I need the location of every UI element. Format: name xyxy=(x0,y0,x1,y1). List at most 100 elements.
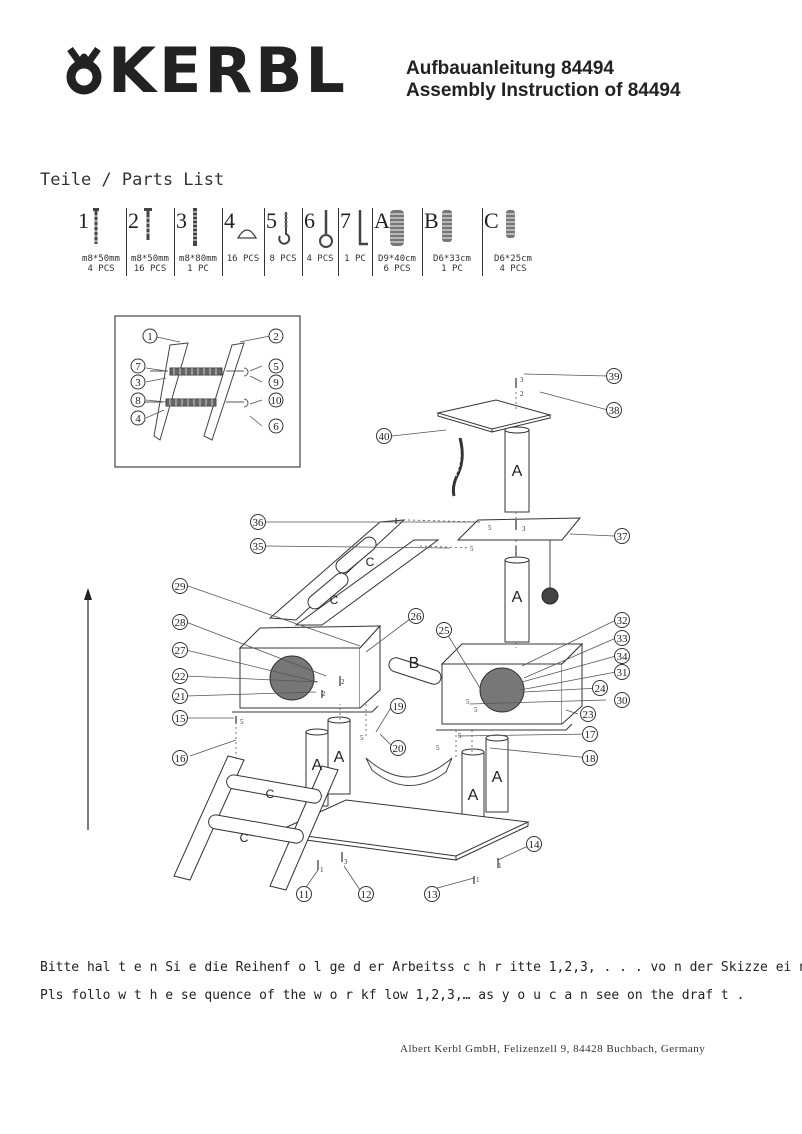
sisal-post-icon xyxy=(506,210,515,238)
callout: 2 xyxy=(268,328,284,344)
title-german: Aufbauanleitung 84494 xyxy=(406,58,614,79)
callout: 30 xyxy=(614,692,630,708)
svg-text:27: 27 xyxy=(175,645,187,657)
part-spec: D6*25cm xyxy=(494,254,532,264)
post-label: C xyxy=(266,787,275,801)
svg-text:1: 1 xyxy=(147,331,153,343)
svg-text:10: 10 xyxy=(271,395,283,407)
svg-text:18: 18 xyxy=(585,753,597,765)
part-qty: 4 PCS xyxy=(499,264,527,274)
svg-text:5: 5 xyxy=(360,734,364,742)
callout: 11 xyxy=(296,886,312,902)
part-number: 1 xyxy=(78,208,89,233)
post-letters: A A A A A A B C C C C xyxy=(240,463,523,845)
callout: 26 xyxy=(408,608,424,624)
screw-cap-icon xyxy=(236,229,258,239)
callout: 4 xyxy=(130,410,146,426)
svg-text:5: 5 xyxy=(240,718,244,726)
svg-text:30: 30 xyxy=(617,695,629,707)
post-label: A xyxy=(334,749,345,766)
part-number: 4 xyxy=(224,208,235,233)
post-label: C xyxy=(366,555,375,569)
post-label: C xyxy=(240,831,249,845)
part-number: 3 xyxy=(176,208,187,233)
callout: 33 xyxy=(614,630,630,646)
svg-text:25: 25 xyxy=(439,625,451,637)
callout: 31 xyxy=(614,664,630,680)
ladder xyxy=(173,755,339,891)
part-number: 5 xyxy=(266,208,277,233)
svg-text:24: 24 xyxy=(595,683,607,695)
part-qty: 1 PC xyxy=(344,254,366,264)
svg-text:5: 5 xyxy=(488,524,492,532)
svg-text:16: 16 xyxy=(175,753,187,765)
callout: 21 xyxy=(172,688,188,704)
svg-text:31: 31 xyxy=(617,667,628,679)
part-item: 6 4 PCS xyxy=(302,208,339,276)
hammock xyxy=(365,757,453,786)
post-a xyxy=(485,734,509,813)
post-a xyxy=(504,426,530,513)
part-qty: 6 PCS xyxy=(383,264,411,274)
svg-text:1: 1 xyxy=(320,866,324,874)
part-qty: 4 PCS xyxy=(87,264,115,274)
part-qty: 16 PCS xyxy=(133,264,167,274)
part-spec: D6*33cm xyxy=(433,254,471,264)
svg-text:37: 37 xyxy=(617,531,629,543)
eye-bolt-icon xyxy=(319,210,333,248)
sisal-post-icon xyxy=(442,210,452,242)
svg-text:15: 15 xyxy=(175,713,187,725)
kerbl-logo: KERBL xyxy=(64,40,348,102)
svg-text:35: 35 xyxy=(253,541,265,553)
screw-markers: 3 2 3 5 5 2 2 5 5 1 3 1 1 5 5 5 5 xyxy=(240,376,526,884)
callout: 19 xyxy=(390,698,406,714)
part-number: B xyxy=(424,208,439,233)
part-spec: m8*50mm xyxy=(131,254,169,264)
part-number: 7 xyxy=(340,208,351,233)
post-label: A xyxy=(512,463,523,480)
svg-text:17: 17 xyxy=(585,729,597,741)
callout: 15 xyxy=(172,710,188,726)
part-qty: 1 PC xyxy=(187,264,209,274)
svg-text:28: 28 xyxy=(175,617,187,629)
svg-text:22: 22 xyxy=(175,671,186,683)
callout: 13 xyxy=(424,886,440,902)
svg-text:23: 23 xyxy=(583,709,595,721)
callout: 23 xyxy=(580,706,596,722)
part-number: 6 xyxy=(304,208,315,233)
title-english: Assembly Instruction of 84494 xyxy=(406,80,681,101)
svg-text:5: 5 xyxy=(470,545,474,553)
callout: 34 xyxy=(614,648,630,664)
svg-text:2: 2 xyxy=(520,390,524,398)
callout: 38 xyxy=(606,402,622,418)
svg-text:34: 34 xyxy=(617,651,629,663)
svg-text:40: 40 xyxy=(379,431,391,443)
part-spec: m8*50mm xyxy=(82,254,120,264)
part-qty: 1 PC xyxy=(441,264,463,274)
svg-text:2: 2 xyxy=(273,331,279,343)
part-item: 7 1 PC xyxy=(338,208,373,276)
svg-text:14: 14 xyxy=(529,839,541,851)
callout: 20 xyxy=(390,740,406,756)
hanging-ball xyxy=(541,587,559,605)
kerbl-cat-logo-icon xyxy=(66,46,102,95)
svg-text:26: 26 xyxy=(411,611,423,623)
svg-text:5: 5 xyxy=(474,706,478,714)
svg-text:2: 2 xyxy=(341,678,345,686)
part-number: A xyxy=(374,208,390,233)
svg-text:36: 36 xyxy=(253,517,265,529)
hook-icon xyxy=(278,212,291,245)
part-number: C xyxy=(484,208,499,233)
instruction-english: Pls follo w t h e se quence of the w o r… xyxy=(40,988,745,1003)
post-label: B xyxy=(409,655,420,672)
callout: 32 xyxy=(614,612,630,628)
post-label: A xyxy=(468,787,479,804)
svg-text:5: 5 xyxy=(436,744,440,752)
screw-icon xyxy=(144,208,152,240)
part-qty: 8 PCS xyxy=(269,254,297,264)
svg-text:21: 21 xyxy=(175,691,186,703)
post-label: A xyxy=(492,769,503,786)
